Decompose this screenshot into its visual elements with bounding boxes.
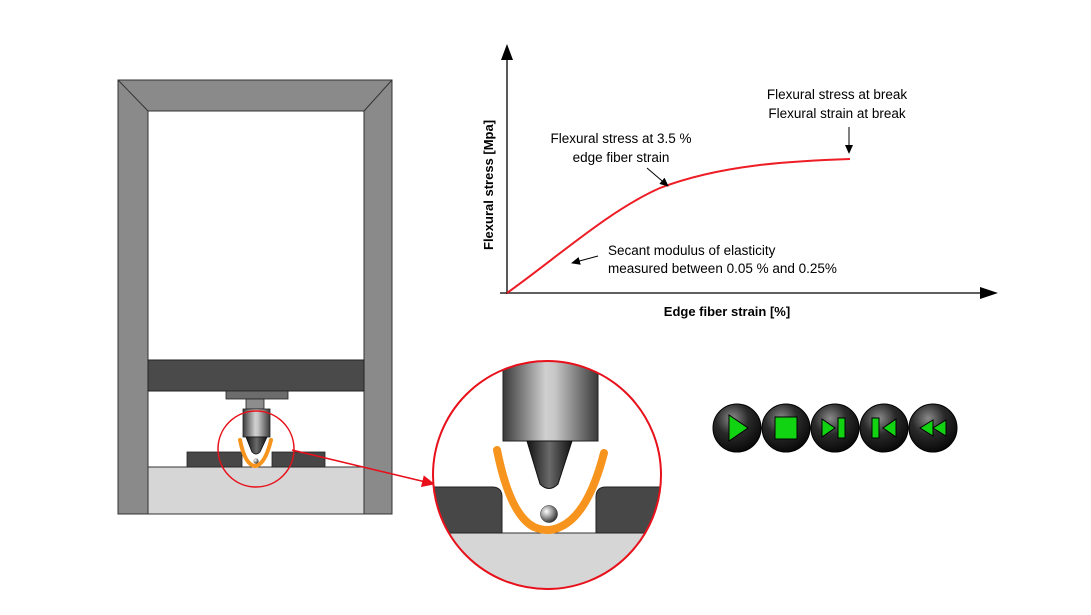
y-axis-label: Flexural stress [Mpa] (481, 120, 496, 250)
annotation-stress-arrow (646, 167, 669, 187)
stop-icon (774, 416, 798, 440)
annotation-stress-line1: Flexural stress at 3.5 % (550, 131, 691, 146)
machine-base (147, 466, 365, 515)
stress-strain-graph: Flexural stress [Mpa] Edge fiber strain … (481, 44, 998, 319)
zoom-nose-tip (526, 440, 573, 489)
annotation-break-line1: Flexural stress at break (767, 87, 908, 102)
load-rod (245, 398, 265, 410)
playback-controls (712, 403, 958, 453)
crosshead (147, 359, 365, 392)
y-axis-arrow-icon (501, 44, 513, 60)
testing-machine (117, 79, 393, 515)
annotation-modulus-line1: Secant modulus of elasticity (608, 243, 776, 258)
left-support (186, 451, 243, 468)
zoom-base (433, 532, 661, 589)
zoom-specimen (493, 446, 608, 534)
step-forward-button[interactable] (810, 403, 860, 453)
rewind-button[interactable] (908, 403, 958, 453)
indenter-ball (253, 458, 259, 464)
load-cell (225, 390, 289, 400)
x-axis-arrow-icon (980, 287, 998, 299)
stress-strain-curve (506, 158, 851, 294)
play-button[interactable] (712, 403, 762, 453)
right-support (271, 451, 326, 468)
zoom-circle-border (432, 360, 662, 590)
rewind-icon (919, 419, 947, 437)
highlight-circle (217, 410, 295, 488)
zoom-nose-cylinder (502, 361, 599, 442)
zoom-left-support (433, 486, 503, 534)
stop-button[interactable] (761, 403, 811, 453)
step-forward-icon (821, 417, 846, 439)
play-icon (728, 414, 749, 442)
zoom-ball (540, 505, 558, 523)
annotation-modulus-line2: measured between 0.05 % and 0.25% (608, 261, 837, 276)
zoom-right-support (595, 486, 661, 534)
loading-nose (242, 408, 271, 438)
annotation-modulus-arrow (571, 255, 599, 265)
specimen (238, 438, 273, 469)
loading-nose-tip (245, 436, 268, 455)
annotation-stress-line2: edge fiber strain (573, 150, 670, 165)
zoom-arrow (291, 449, 435, 488)
x-axis-label: Edge fiber strain [%] (664, 304, 790, 319)
annotation-break-line2: Flexural strain at break (768, 106, 906, 121)
step-back-icon (871, 417, 897, 439)
zoom-view (432, 360, 662, 590)
step-back-button[interactable] (859, 403, 909, 453)
